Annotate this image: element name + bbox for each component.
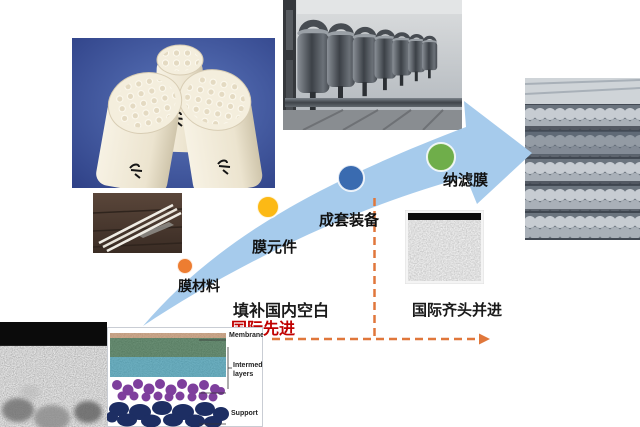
membrane-rods-warehouse-photo	[525, 78, 640, 240]
stage-label-nanofiltration-membrane: 纳滤膜	[443, 172, 489, 189]
stage-label-membrane-element: 膜元件	[252, 239, 298, 256]
stage-dot-1	[176, 257, 194, 275]
schematic-membrane-label: Membrane	[229, 332, 263, 339]
phase-right-title: 国际齐头并进	[412, 303, 503, 319]
schematic-support-label: Support	[231, 410, 258, 417]
purple-intermediate-layer	[112, 379, 225, 402]
stage-dot-4	[426, 142, 456, 172]
membrane-cross-section-sem-photo	[0, 322, 107, 427]
membrane-structure-schematic: Membrane Intermediate layers Support	[107, 327, 263, 427]
nanofiltration-membrane-sem-photo	[405, 210, 484, 284]
support-layer	[107, 401, 229, 427]
stage-label-membrane-material: 膜材料	[178, 278, 220, 294]
stage-label-complete-equipment: 成套装备	[319, 212, 380, 229]
stage-dot-3	[337, 164, 365, 192]
membrane-material-strips-photo	[93, 193, 182, 253]
schematic-intermediate-label-line2: layers	[233, 371, 253, 378]
schematic-intermediate-label-line1: Intermediate	[233, 362, 263, 369]
stage-dot-2	[256, 195, 280, 219]
timeline-dashed-arrow-head	[479, 333, 490, 345]
ceramic-membrane-elements-photo	[72, 38, 275, 188]
membrane-plant-equipment-photo	[283, 0, 462, 130]
